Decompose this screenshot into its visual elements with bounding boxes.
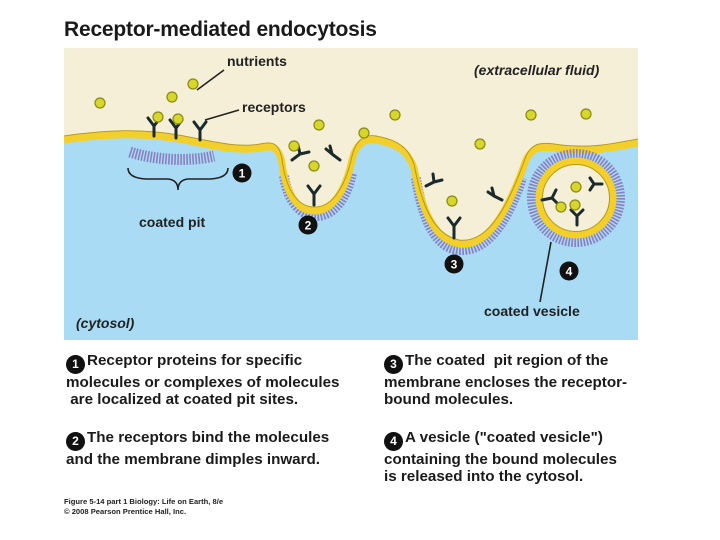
step-2-line-2: and the membrane dimples inward. [66, 451, 321, 468]
receptor [540, 188, 560, 206]
svg-text:4: 4 [566, 265, 573, 279]
receptor [324, 144, 342, 162]
step-2-badge: 2 [66, 432, 85, 451]
vesicle-inner-edge [542, 164, 610, 232]
nutrient-group [94, 78, 592, 213]
step-4-line-3: is released into the cytosol. [384, 468, 584, 485]
cytosol-region [64, 134, 638, 340]
receptor [588, 176, 604, 192]
vesicle-membrane [535, 157, 617, 239]
nutrient [313, 119, 325, 131]
coated-pit-brace [127, 167, 229, 191]
cytosol-label: (cytosol) [76, 315, 135, 331]
endocytosis-diagram: nutrients receptors (extracellular fluid… [64, 48, 638, 340]
nutrient [570, 181, 582, 193]
nutrients-leader [196, 69, 225, 91]
step-2-line-1: The receptors bind the molecules [87, 429, 330, 446]
receptors-leader [204, 109, 240, 121]
nutrient [389, 109, 401, 121]
nutrient [152, 111, 164, 123]
receptor [446, 216, 462, 240]
plasma-membrane [64, 131, 638, 248]
svg-text:1: 1 [239, 167, 246, 181]
coated-vesicle-label: coated vesicle [484, 303, 580, 319]
step-3-line-3: bound molecules. [384, 391, 514, 408]
nutrient [555, 201, 567, 213]
receptor [192, 120, 208, 142]
step-4-line-2: containing the bound molecules [384, 451, 617, 468]
step-4-badge: 4 [384, 432, 403, 451]
step-marker-4: 4 [559, 261, 579, 281]
step-4-line-1: A vesicle ("coated vesicle") [405, 429, 603, 446]
nutrient [166, 91, 178, 103]
svg-text:3: 3 [451, 258, 458, 272]
receptor [424, 172, 444, 188]
nutrient [569, 199, 581, 211]
nutrient [580, 108, 592, 120]
step-marker-2: 2 [298, 215, 318, 235]
nutrient [172, 113, 184, 125]
nutrient [94, 97, 106, 109]
receptor [569, 208, 585, 227]
extracellular-label: (extracellular fluid) [474, 62, 600, 78]
step-1-line-2: molecules or complexes of molecules [66, 374, 340, 391]
nutrient [358, 127, 370, 139]
credit-line-2: © 2008 Pearson Prentice Hall, Inc. [64, 507, 187, 516]
figure-credit: Figure 5-14 part 1 Biology: Life on Eart… [64, 497, 223, 517]
step-1-line-3: are localized at coated pit sites. [66, 391, 299, 408]
diagram-title: Receptor-mediated endocytosis [64, 18, 377, 41]
vesicle-coat [527, 149, 625, 247]
step-3-line-1: The coated pit region of the [405, 352, 609, 369]
receptors-label: receptors [242, 99, 306, 115]
step-1-line-1: Receptor proteins for specific [87, 352, 303, 369]
pit-coat [128, 146, 216, 165]
step-3-badge: 3 [384, 355, 403, 374]
step-3-line-2: membrane encloses the receptor- [384, 374, 628, 391]
coated-pit-label: coated pit [139, 214, 205, 230]
credit-line-1: Figure 5-14 part 1 Biology: Life on Eart… [64, 497, 224, 506]
coated-vesicle-leader [539, 241, 552, 303]
step-marker-1: 1 [232, 163, 252, 183]
nutrient [288, 140, 300, 152]
nutrient [525, 109, 537, 121]
nutrient [446, 195, 458, 207]
receptor [486, 186, 504, 202]
step-1-badge: 1 [66, 355, 85, 374]
receptor [306, 184, 322, 207]
svg-text:2: 2 [305, 219, 312, 233]
leader-lines [127, 69, 552, 303]
step-marker-3: 3 [444, 254, 464, 274]
nutrient [187, 78, 199, 90]
nutrient [308, 160, 320, 172]
nutrients-label: nutrients [227, 53, 287, 69]
nutrient [474, 138, 486, 150]
